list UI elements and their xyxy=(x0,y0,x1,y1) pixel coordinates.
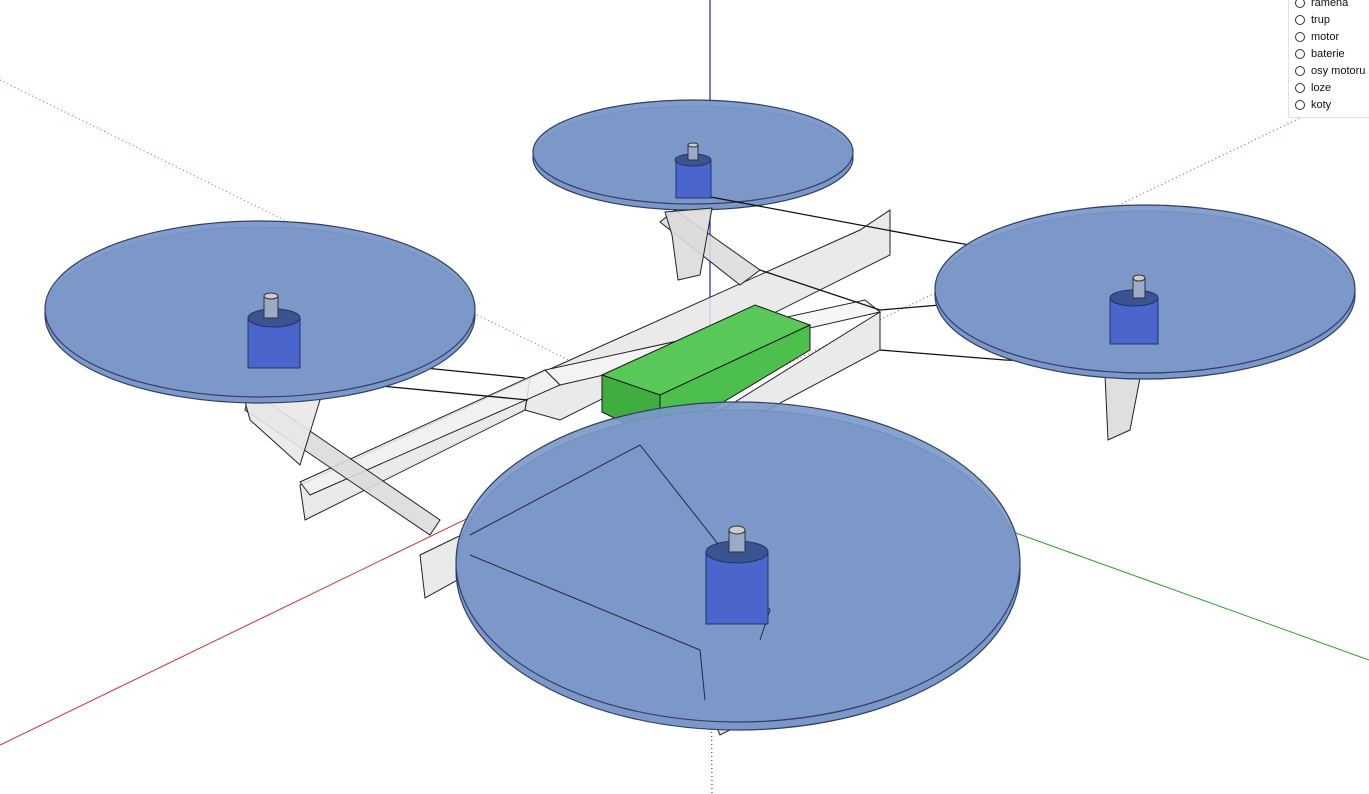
layer-row-motor[interactable]: motor xyxy=(1295,28,1369,45)
radio-circle-icon[interactable] xyxy=(1295,48,1305,59)
radio-circle-icon[interactable] xyxy=(1295,31,1305,42)
layer-row-koty[interactable]: koty xyxy=(1295,96,1369,113)
motor-left[interactable] xyxy=(247,292,301,369)
layer-label: baterie xyxy=(1311,47,1345,60)
radio-circle-icon[interactable] xyxy=(1295,99,1305,110)
motor-back[interactable] xyxy=(674,142,712,199)
layer-label: trup xyxy=(1311,13,1330,26)
radio-circle-icon[interactable] xyxy=(1295,14,1305,25)
layer-row-baterie[interactable]: baterie xyxy=(1295,45,1369,62)
layers-panel: ramena trup motor baterie osy motoru loz… xyxy=(1288,0,1369,118)
layer-label: ramena xyxy=(1311,0,1349,9)
layer-label: loze xyxy=(1311,81,1332,94)
layer-label: motor xyxy=(1311,30,1340,43)
motor-right[interactable] xyxy=(1109,274,1159,345)
radio-circle-icon[interactable] xyxy=(1295,82,1305,93)
layer-row-ramena[interactable]: ramena xyxy=(1295,0,1369,11)
layer-label: osy motoru xyxy=(1311,64,1366,77)
radio-circle-icon[interactable] xyxy=(1295,65,1305,76)
layer-row-osy-motoru[interactable]: osy motoru xyxy=(1295,62,1369,79)
layer-label: koty xyxy=(1311,98,1332,111)
layer-row-trup[interactable]: trup xyxy=(1295,11,1369,28)
radio-circle-icon[interactable] xyxy=(1295,0,1305,8)
motor-front[interactable] xyxy=(705,525,769,625)
layer-row-loze[interactable]: loze xyxy=(1295,79,1369,96)
